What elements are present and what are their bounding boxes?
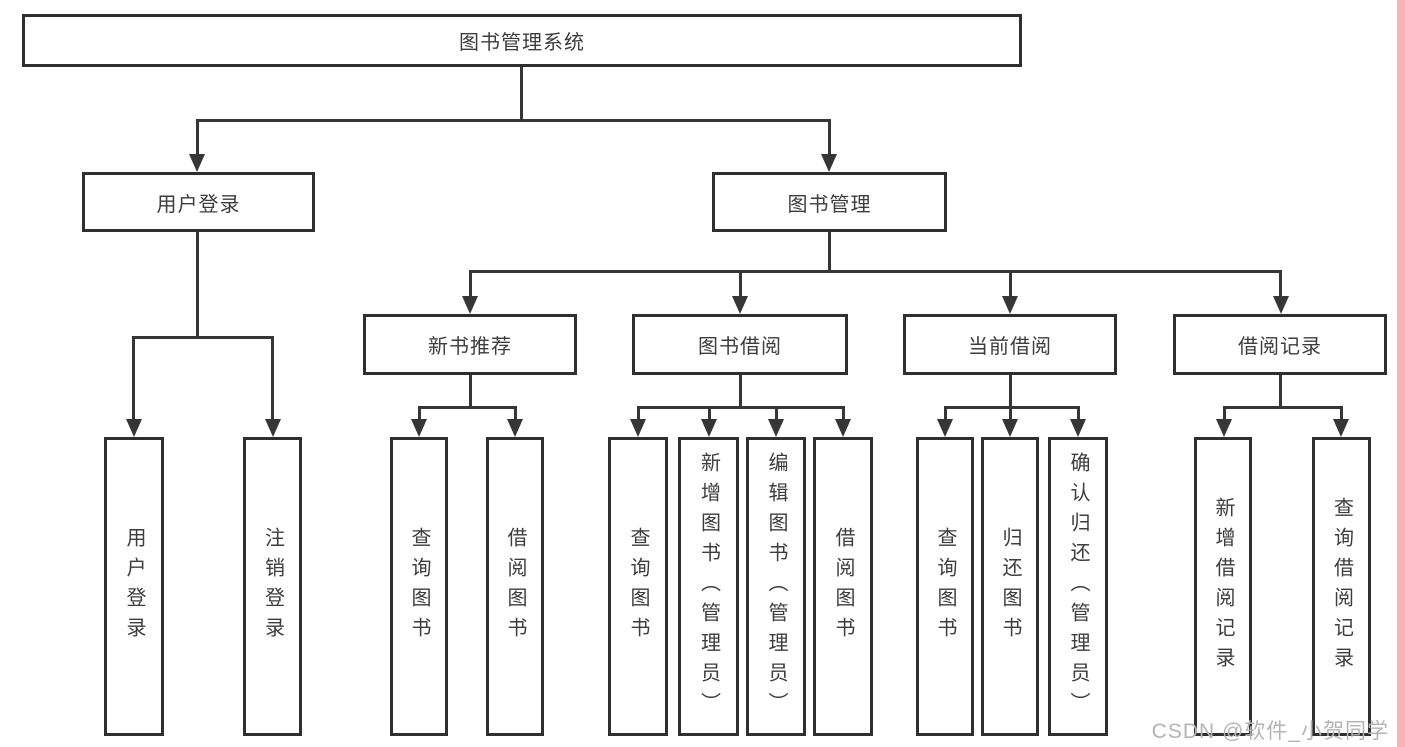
- node-book-management: 图书管理: [712, 172, 947, 232]
- arrow-down-icon: [1333, 419, 1349, 437]
- arrow-down-icon: [701, 419, 717, 437]
- connector-line: [1279, 375, 1282, 408]
- arrow-down-icon: [732, 296, 748, 314]
- node-leaf-query-book-2-label: 查询图书: [627, 526, 649, 647]
- node-leaf-query-book-3-label: 查询图书: [934, 526, 956, 647]
- connector-line: [739, 375, 742, 408]
- node-book-borrow-label: 图书借阅: [698, 336, 782, 358]
- arrow-down-icon: [126, 419, 142, 437]
- node-leaf-query-book-1: 查询图书: [390, 437, 448, 736]
- arrow-down-icon: [411, 419, 427, 437]
- node-leaf-query-book-3: 查询图书: [916, 437, 974, 736]
- connector-line: [1340, 406, 1343, 421]
- csdn-watermark: CSDN @软件_小贺同学: [1151, 720, 1389, 743]
- node-leaf-query-book-1-label: 查询图书: [408, 526, 430, 647]
- connector-line: [637, 406, 845, 409]
- connector-line: [637, 406, 640, 421]
- arrow-down-icon: [1216, 419, 1232, 437]
- arrow-down-icon: [821, 154, 837, 172]
- node-leaf-query-book-2: 查询图书: [608, 437, 668, 736]
- connector-line: [828, 119, 831, 157]
- arrow-down-icon: [507, 419, 523, 437]
- node-new-book-recommend: 新书推荐: [363, 314, 577, 375]
- connector-line: [1077, 406, 1080, 421]
- arrow-down-icon: [265, 419, 281, 437]
- connector-line: [196, 119, 831, 122]
- node-borrow-records: 借阅记录: [1173, 314, 1387, 375]
- connector-line: [132, 336, 274, 339]
- node-leaf-add-book: 新增图书（管理员）: [678, 437, 739, 736]
- connector-line: [708, 406, 711, 421]
- node-leaf-logout-label: 注销登录: [261, 526, 284, 647]
- node-current-borrow-label: 当前借阅: [968, 336, 1052, 358]
- node-leaf-confirm-return-label: 确认归还（管理员）: [1067, 451, 1089, 722]
- node-leaf-borrow-book-2: 借阅图书: [813, 437, 873, 736]
- node-root-label: 图书管理系统: [459, 32, 585, 54]
- connector-line: [520, 67, 523, 120]
- connector-line: [418, 406, 517, 409]
- arrow-down-icon: [189, 154, 205, 172]
- node-leaf-return-book-label: 归还图书: [999, 526, 1021, 647]
- connector-line: [1009, 270, 1012, 298]
- node-leaf-user-login: 用户登录: [104, 437, 164, 736]
- connector-line: [775, 406, 778, 421]
- right-edge-strip: [1397, 0, 1405, 747]
- node-leaf-confirm-return: 确认归还（管理员）: [1048, 437, 1108, 736]
- connector-line: [828, 232, 831, 272]
- arrow-down-icon: [835, 419, 851, 437]
- connector-line: [1009, 406, 1012, 421]
- node-book-management-label: 图书管理: [787, 193, 872, 216]
- connector-line: [944, 406, 947, 421]
- arrow-down-icon: [1273, 296, 1289, 314]
- arrow-down-icon: [630, 419, 646, 437]
- node-leaf-user-login-label: 用户登录: [123, 526, 145, 647]
- arrow-down-icon: [1002, 419, 1018, 437]
- node-leaf-add-book-label: 新增图书（管理员）: [697, 451, 720, 722]
- node-leaf-add-record-label: 新增借阅记录: [1212, 496, 1234, 677]
- connector-line: [196, 232, 199, 338]
- node-user-login-label: 用户登录: [156, 193, 241, 216]
- node-borrow-records-label: 借阅记录: [1238, 336, 1322, 358]
- arrow-down-icon: [462, 296, 478, 314]
- node-leaf-borrow-book-1-label: 借阅图书: [504, 526, 526, 647]
- arrow-down-icon: [1002, 296, 1018, 314]
- connector-line: [469, 270, 472, 298]
- node-leaf-query-record-label: 查询借阅记录: [1330, 496, 1353, 677]
- connector-line: [1279, 270, 1282, 298]
- node-leaf-logout: 注销登录: [243, 437, 302, 736]
- node-leaf-edit-book: 编辑图书（管理员）: [746, 437, 806, 736]
- node-leaf-query-record: 查询借阅记录: [1312, 437, 1371, 736]
- connector-line: [271, 336, 274, 421]
- connector-line: [842, 406, 845, 421]
- node-new-book-recommend-label: 新书推荐: [428, 336, 512, 358]
- node-leaf-borrow-book-2-label: 借阅图书: [832, 526, 854, 647]
- node-current-borrow: 当前借阅: [903, 314, 1117, 375]
- node-leaf-edit-book-label: 编辑图书（管理员）: [765, 451, 787, 722]
- connector-line: [196, 119, 199, 157]
- arrow-down-icon: [937, 419, 953, 437]
- connector-line: [132, 336, 135, 421]
- node-leaf-borrow-book-1: 借阅图书: [486, 437, 544, 736]
- connector-line: [469, 270, 1282, 273]
- arrow-down-icon: [768, 419, 784, 437]
- node-user-login: 用户登录: [82, 172, 315, 232]
- node-book-borrow: 图书借阅: [632, 314, 848, 375]
- node-leaf-add-record: 新增借阅记录: [1194, 437, 1252, 736]
- connector-line: [418, 406, 421, 421]
- connector-line: [514, 406, 517, 421]
- connector-line: [739, 270, 742, 298]
- connector-line: [944, 406, 1080, 409]
- node-root: 图书管理系统: [22, 14, 1022, 67]
- connector-line: [1223, 406, 1343, 409]
- arrow-down-icon: [1070, 419, 1086, 437]
- connector-line: [1009, 375, 1012, 408]
- connector-line: [1223, 406, 1226, 421]
- connector-line: [469, 375, 472, 408]
- node-leaf-return-book: 归还图书: [981, 437, 1039, 736]
